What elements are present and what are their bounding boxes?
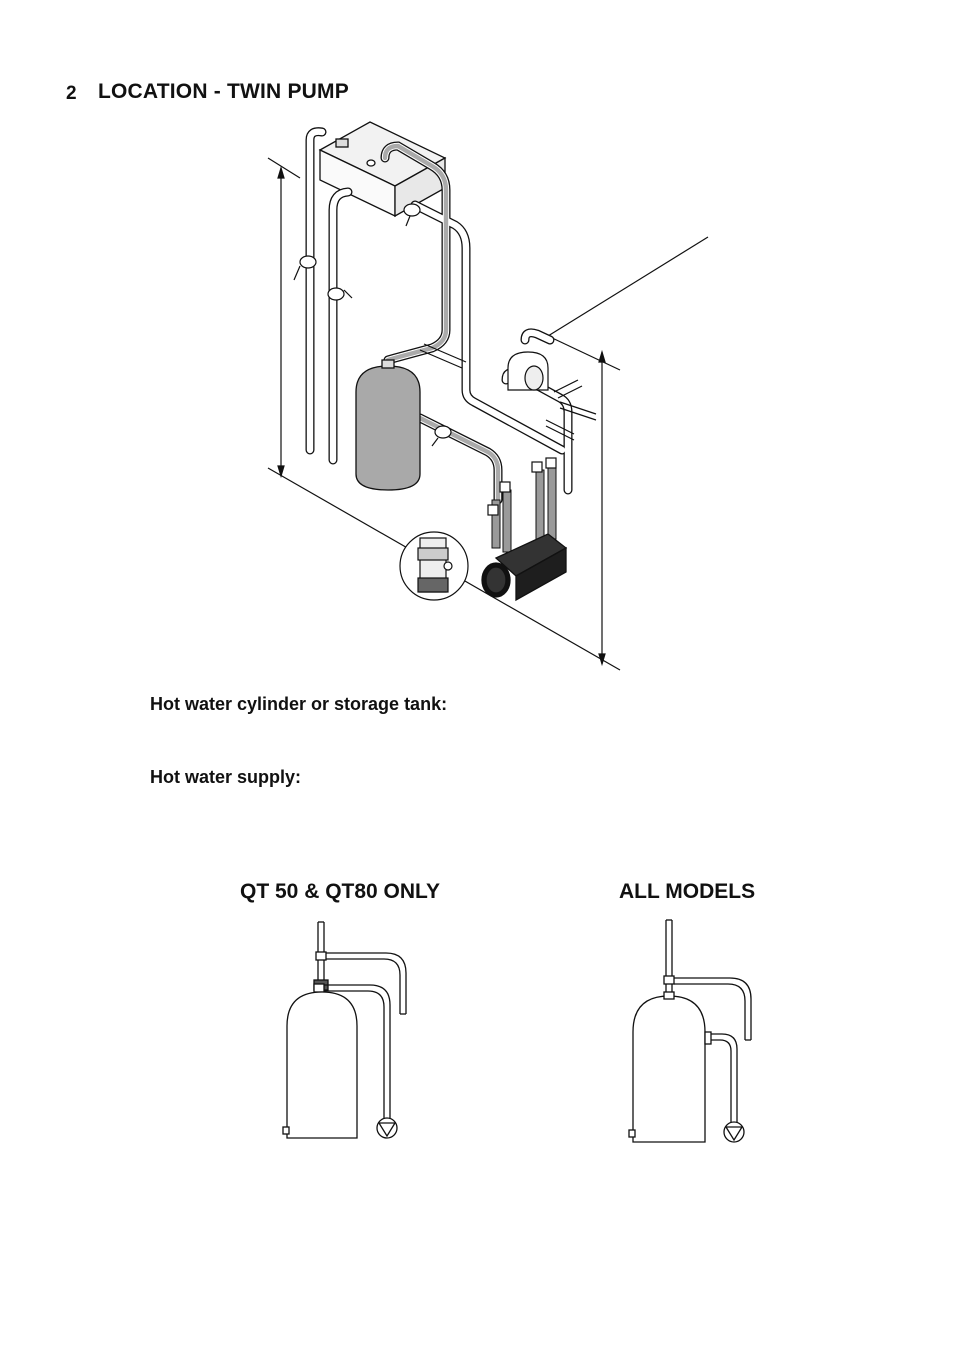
section-title: LOCATION - TWIN PUMP [98, 80, 349, 103]
diagram-right-caption: ALL MODELS [619, 880, 756, 903]
section-number: 2 [66, 83, 77, 104]
diagram-left-caption: QT 50 & QT80 ONLY [240, 880, 440, 903]
supply-label: Hot water supply: [150, 767, 302, 787]
cylinder-label: Hot water cylinder or storage tank: [150, 694, 448, 714]
